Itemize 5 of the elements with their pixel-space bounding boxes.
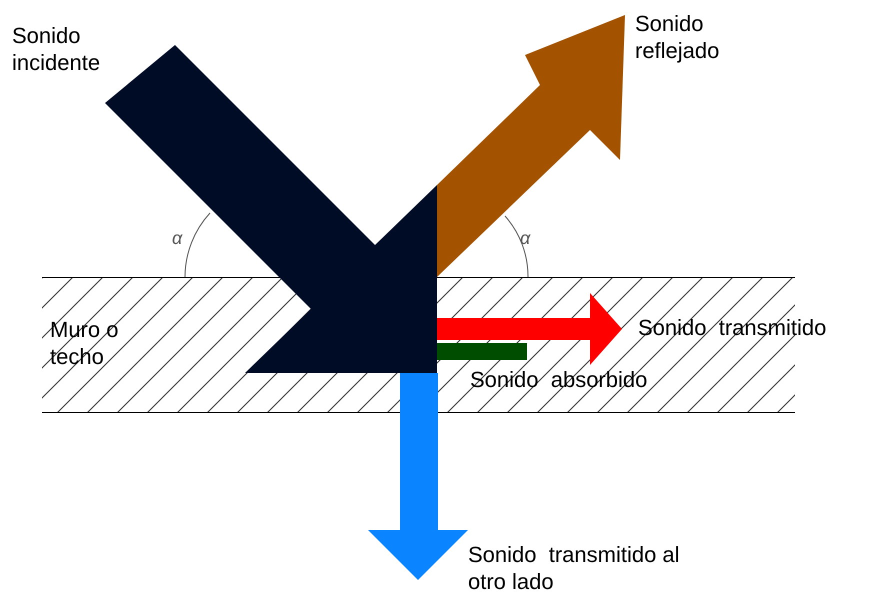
angle-symbol: α (520, 227, 530, 250)
arrow-label: Sonido reflejado (635, 10, 720, 64)
arrow-label: Sonido transmitido al otro lado (468, 541, 681, 595)
angle-symbol: α (172, 227, 182, 250)
arrow-label: Sonido incidente (12, 22, 102, 76)
